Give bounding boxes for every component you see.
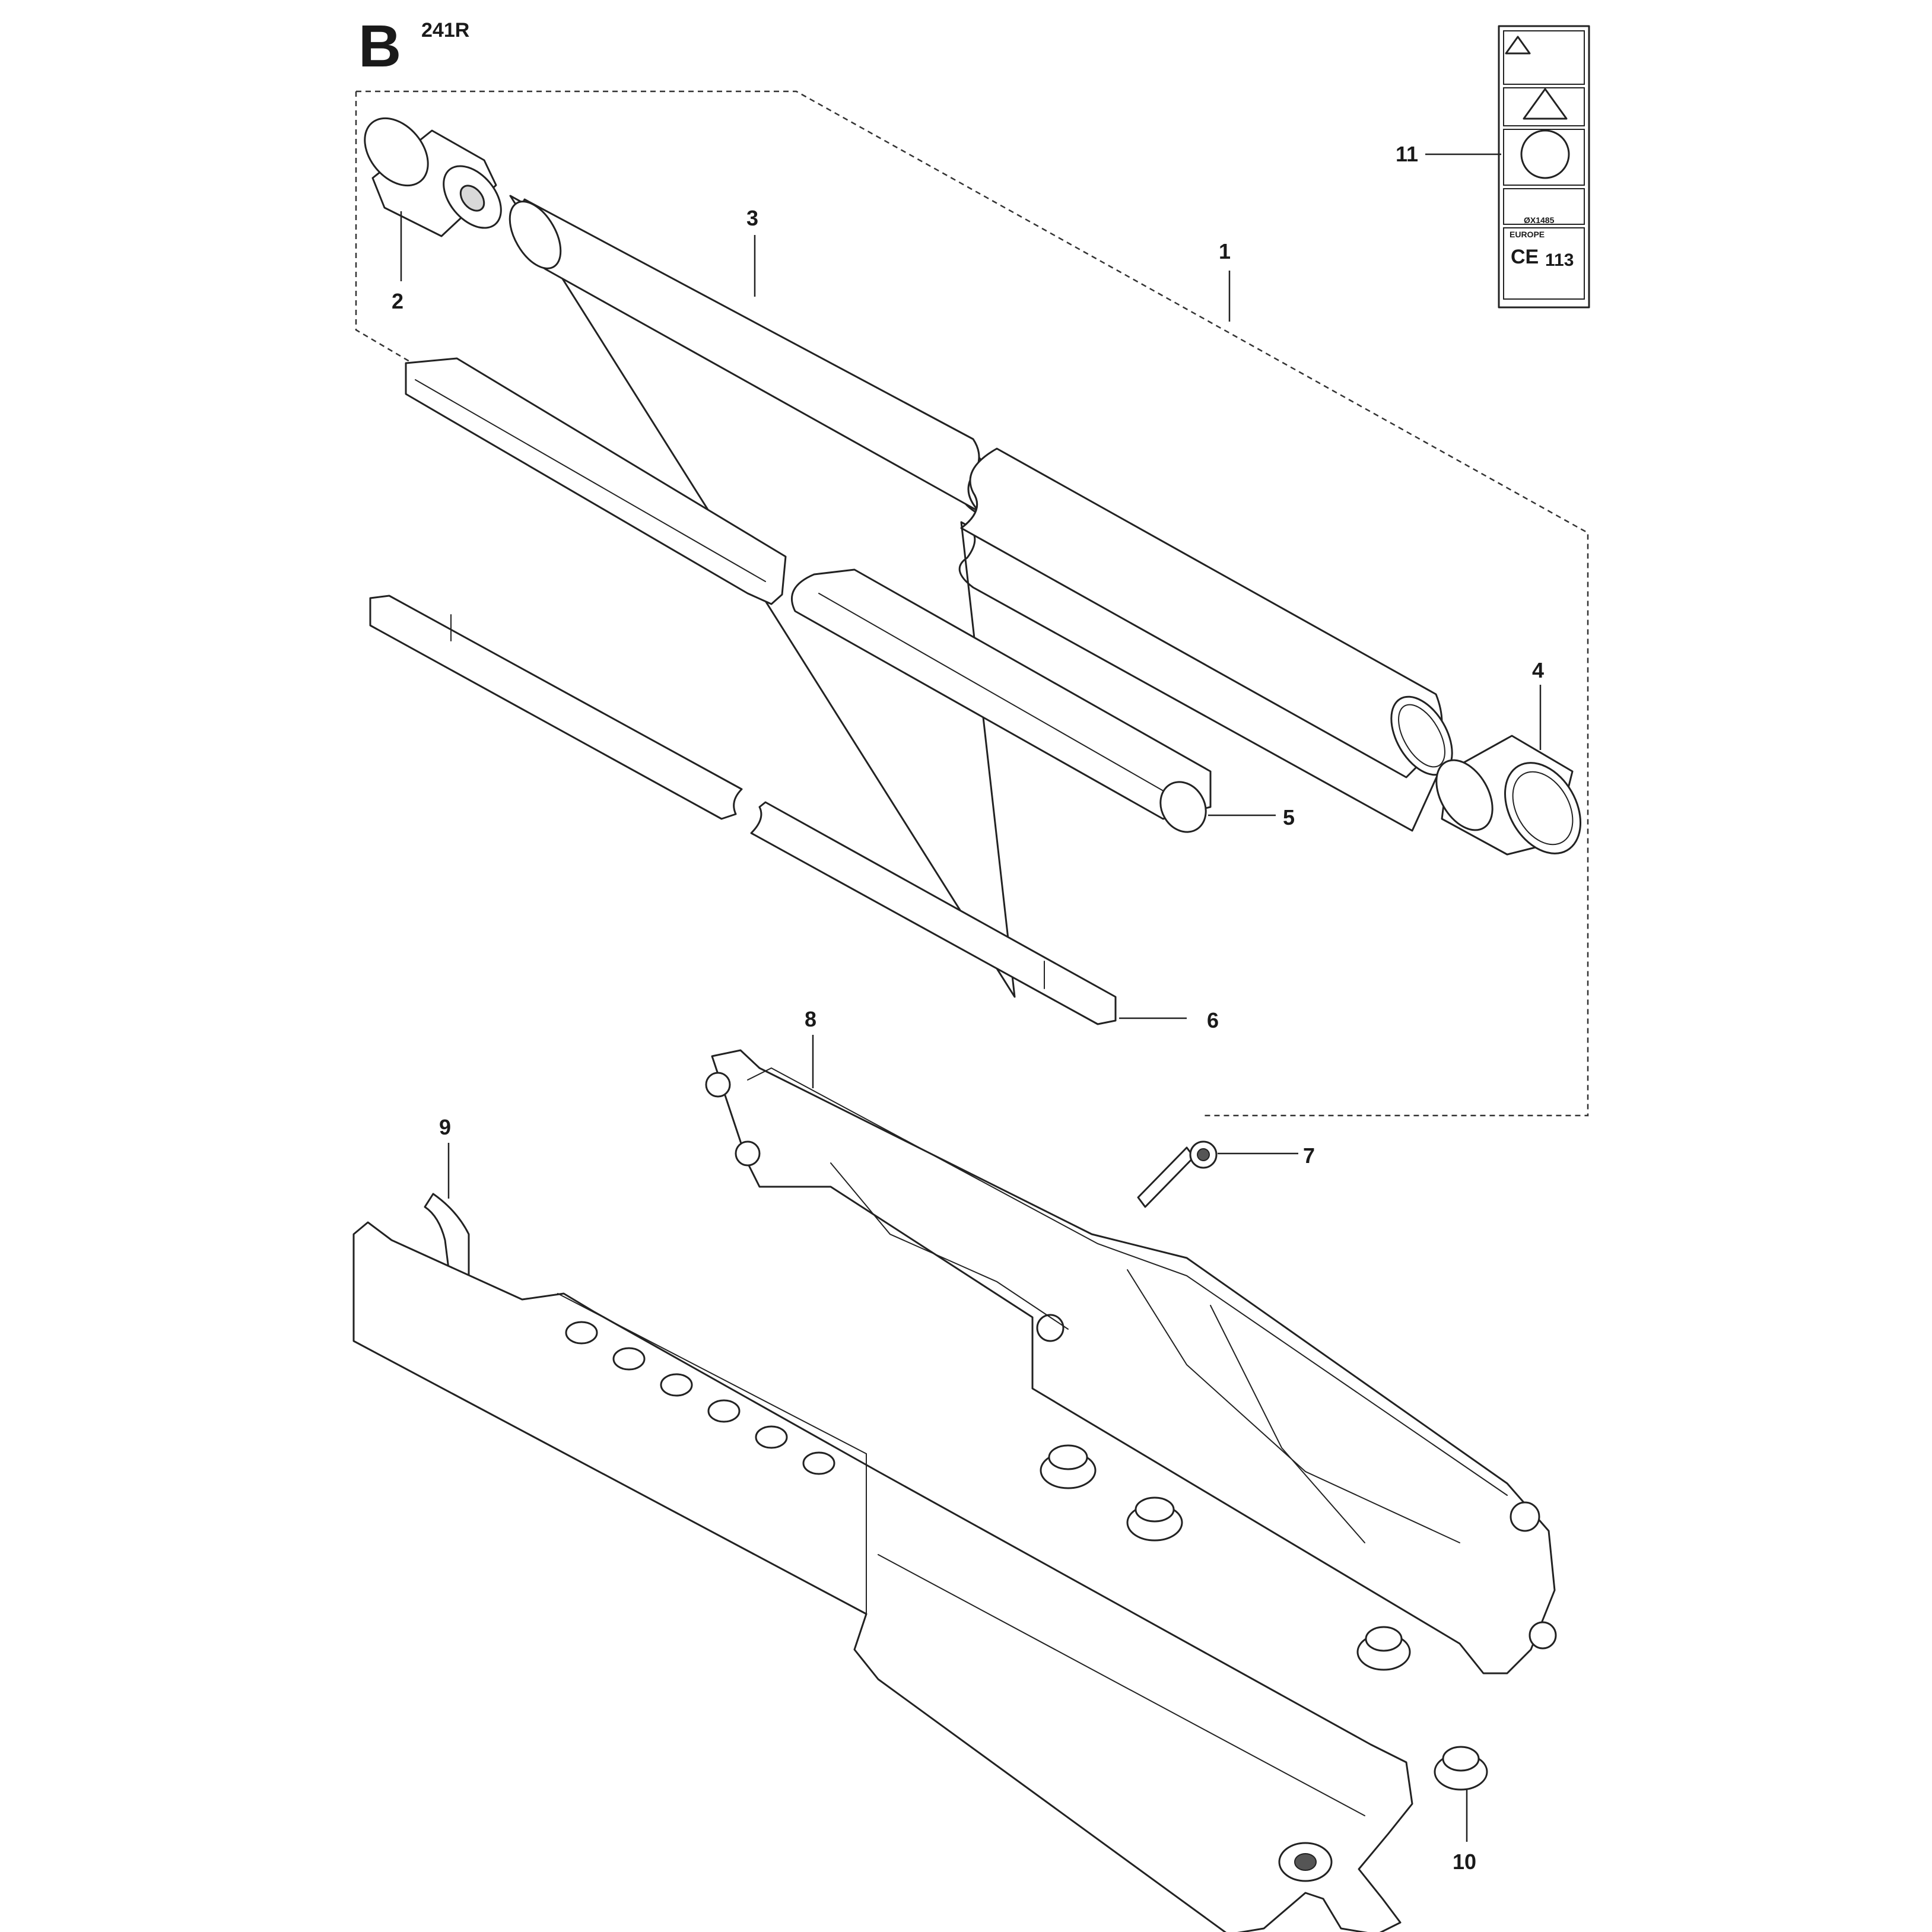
model-number: 241R bbox=[421, 19, 469, 42]
callout-9: 9 bbox=[439, 1115, 451, 1139]
drive-shaft bbox=[369, 595, 1117, 1025]
leader-lines bbox=[400, 153, 1542, 1842]
decal-region-text: EUROPE bbox=[1510, 230, 1545, 239]
section-letter: B bbox=[358, 13, 401, 80]
callout-3: 3 bbox=[746, 206, 758, 230]
housing-lower bbox=[352, 1221, 1413, 1932]
callout-10: 10 bbox=[1453, 1850, 1476, 1874]
callout-1: 1 bbox=[1219, 239, 1231, 263]
callout-6: 6 bbox=[1207, 1008, 1219, 1032]
callout-4: 4 bbox=[1532, 658, 1544, 682]
callout-8: 8 bbox=[805, 1007, 816, 1031]
outer-tube-segment-lower bbox=[960, 447, 1453, 778]
screw bbox=[1137, 1140, 1218, 1208]
callout-5: 5 bbox=[1283, 805, 1295, 830]
callout-11: 11 bbox=[1396, 142, 1418, 166]
outer-tube-segment-upper bbox=[509, 198, 980, 513]
decal-ce-mark: CE bbox=[1511, 246, 1539, 268]
end-cap-bottom bbox=[1435, 735, 1582, 856]
decal-code: ØX1485 bbox=[1524, 215, 1555, 225]
callout-7: 7 bbox=[1303, 1143, 1315, 1168]
decal-sound-level: 113 bbox=[1545, 250, 1574, 270]
housing-upper bbox=[705, 1049, 1557, 1674]
callout-2: 2 bbox=[392, 289, 403, 313]
bushings bbox=[1040, 1444, 1488, 1791]
end-cap-top bbox=[364, 117, 502, 237]
warning-decal: EUROPE CE 113 ØX1485 bbox=[1498, 25, 1590, 309]
liner-channel bbox=[405, 357, 1212, 833]
